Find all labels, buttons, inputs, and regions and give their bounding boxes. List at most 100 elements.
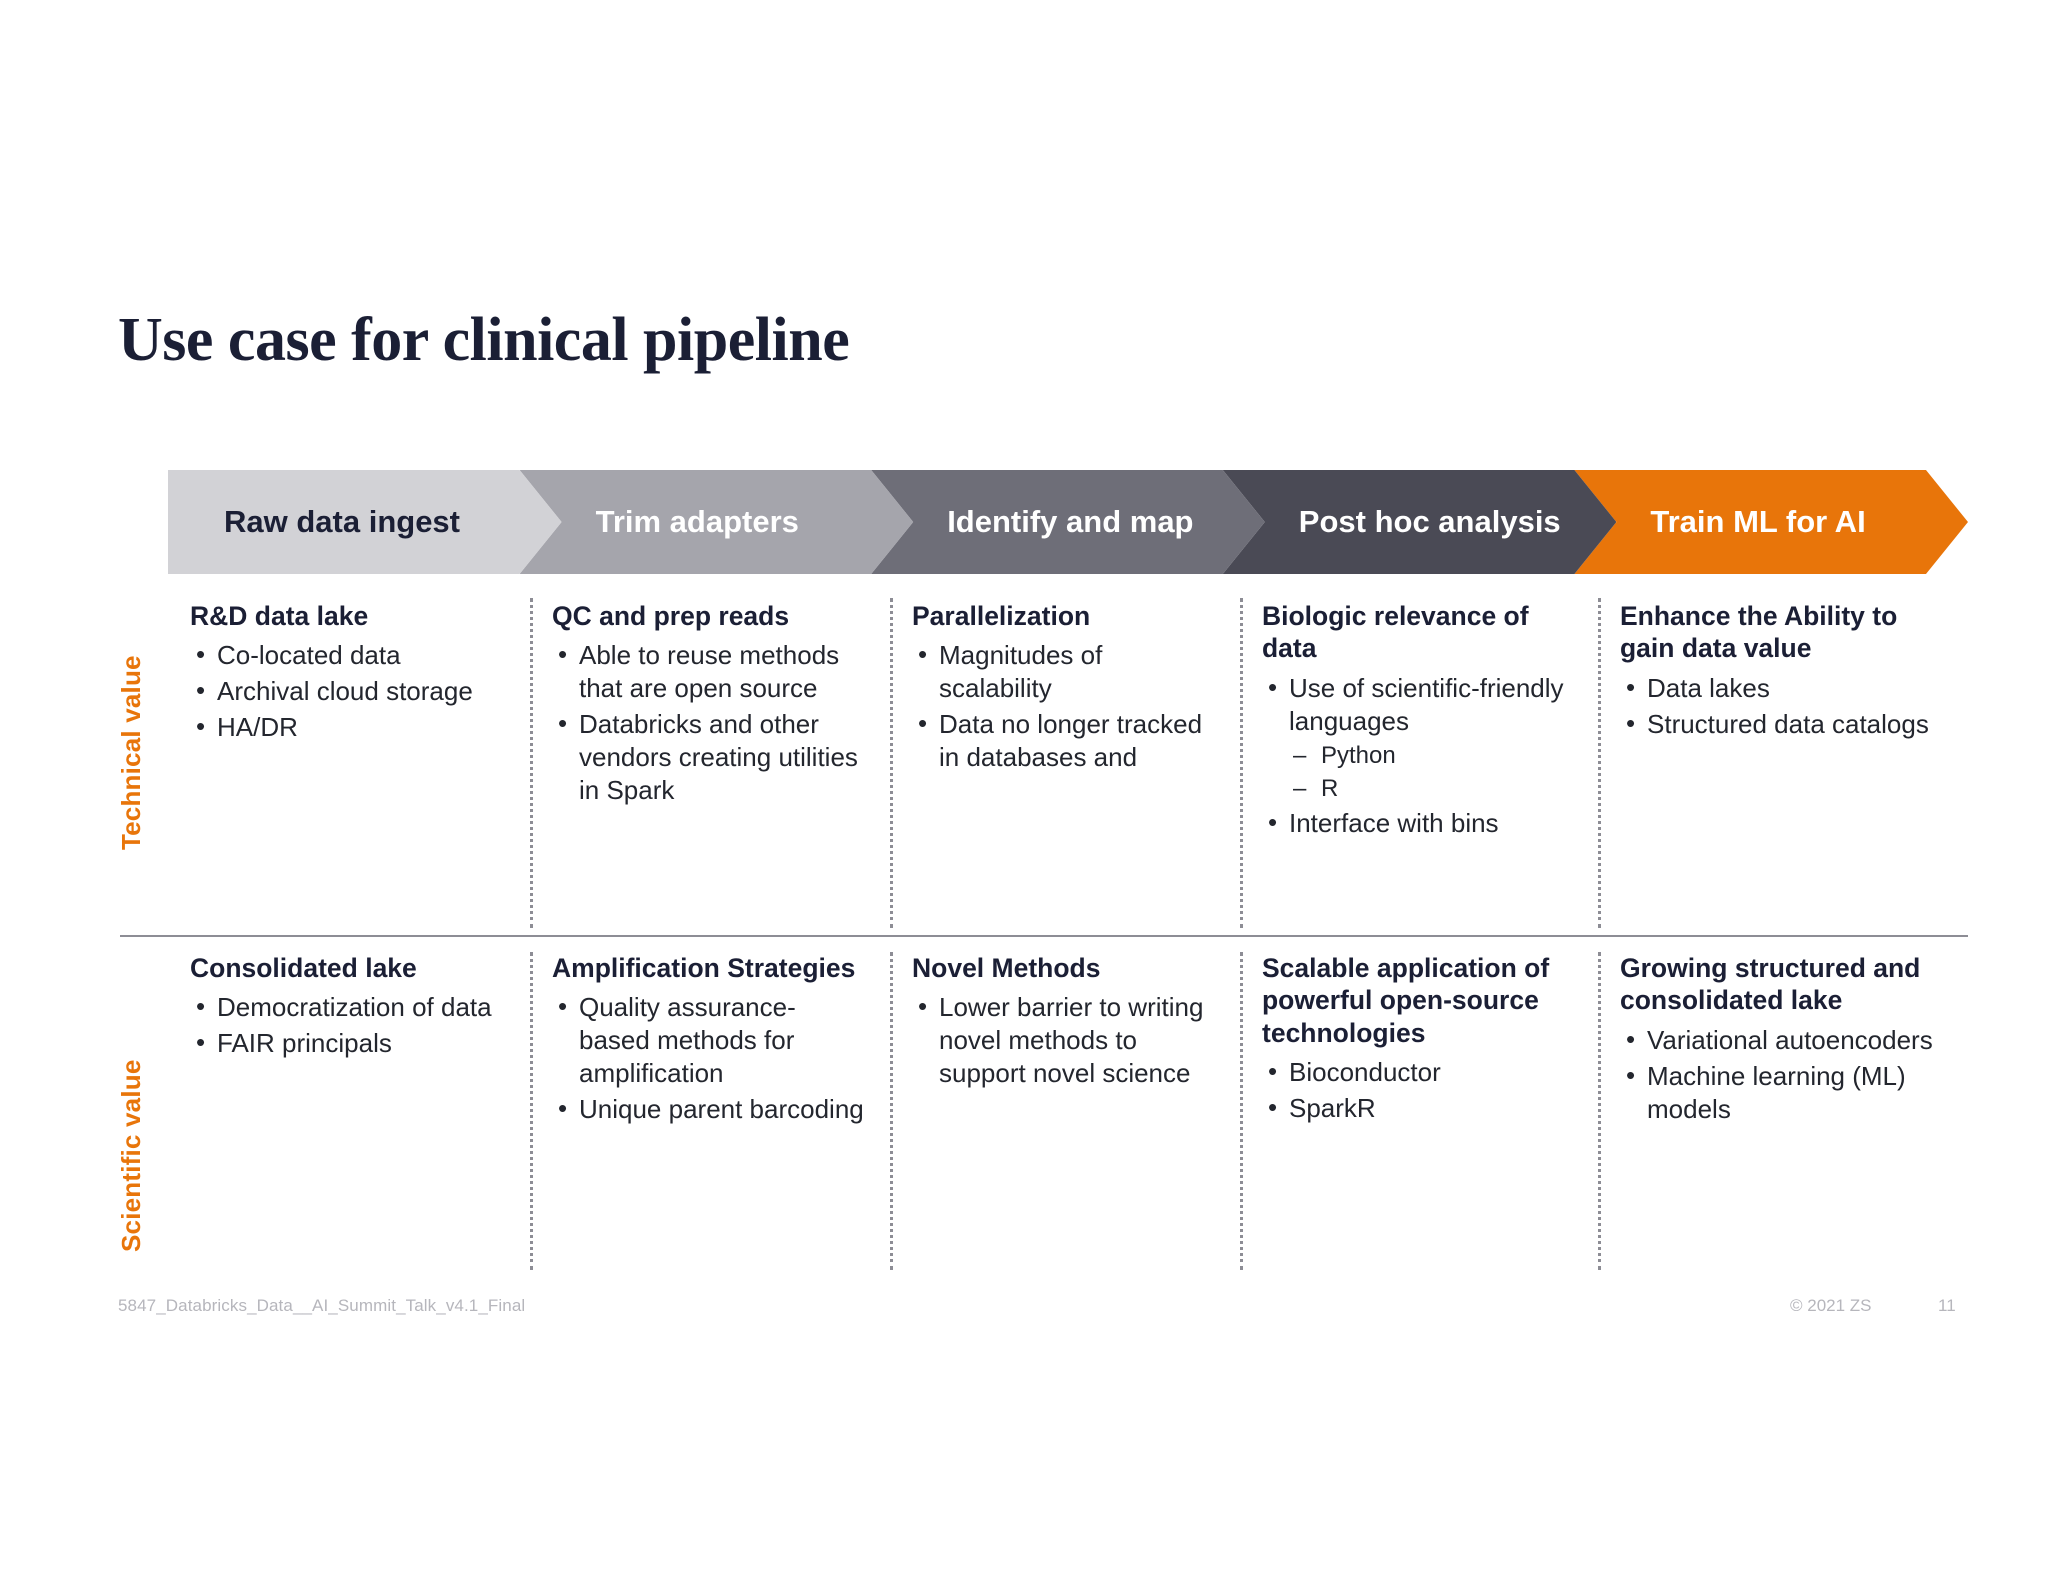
bullet-text: SparkR bbox=[1289, 1093, 1376, 1123]
row-separator-rule bbox=[120, 935, 1968, 937]
bullet-text: Bioconductor bbox=[1289, 1056, 1441, 1087]
column-divider bbox=[1598, 598, 1601, 928]
pipeline-stage-4[interactable]: Post hoc analysis bbox=[1222, 470, 1617, 574]
bullet-text: Interface with bins bbox=[1289, 808, 1499, 839]
content-cell: Novel MethodsLower barrier to writing no… bbox=[890, 952, 1240, 1262]
bullet-item: Democratization of data bbox=[190, 990, 504, 1024]
bullet-text: Data lakes bbox=[1647, 672, 1770, 703]
cell-heading: Enhance the Ability to gain data value bbox=[1620, 601, 1898, 664]
bullet-item: Magnitudes of scalability bbox=[912, 638, 1214, 705]
pipeline-stage-label: Post hoc analysis bbox=[1298, 504, 1561, 539]
content-cell: QC and prep readsAble to reuse methods t… bbox=[530, 600, 890, 918]
bullet-text: Databricks and other vendors creating ut… bbox=[579, 709, 858, 806]
bullet-text: Machine learning (ML) models bbox=[1647, 1060, 1906, 1124]
column-divider bbox=[890, 952, 893, 1270]
pipeline-stage-5[interactable]: Train ML for AI bbox=[1574, 470, 1968, 574]
sub-bullet-item: Python bbox=[1289, 740, 1572, 771]
pipeline-stage-3[interactable]: Identify and map bbox=[871, 470, 1265, 574]
bullet-item: Structured data catalogs bbox=[1620, 707, 1942, 741]
cell-heading: Parallelization bbox=[912, 601, 1091, 631]
bullet-list: Lower barrier to writing novel methods t… bbox=[912, 990, 1214, 1090]
bullet-item: Data no longer tracked in databases and bbox=[912, 707, 1214, 774]
column-divider bbox=[530, 598, 533, 928]
sub-bullet-item: R bbox=[1289, 773, 1572, 804]
bullet-list: Use of scientific-friendly languagesPyth… bbox=[1262, 671, 1572, 840]
content-cell: Enhance the Ability to gain data valueDa… bbox=[1598, 600, 1968, 918]
bullet-list: Quality assurance-based methods for ampl… bbox=[552, 990, 864, 1126]
pipeline-stage-label: Identify and map bbox=[947, 504, 1194, 539]
pipeline-stage-1[interactable]: Raw data ingest bbox=[168, 470, 562, 574]
footer-copyright: © 2021 ZS bbox=[1790, 1296, 1872, 1315]
bullet-list: Variational autoencodersMachine learning… bbox=[1620, 1023, 1942, 1126]
row-side-label-2: Scientific value bbox=[116, 1059, 146, 1253]
bullet-text: Democratization of data bbox=[217, 992, 492, 1023]
page-title: Use case for clinical pipeline bbox=[118, 306, 850, 374]
pipeline-stage-label: Raw data ingest bbox=[224, 504, 460, 539]
bullet-text: Archival cloud storage bbox=[217, 676, 473, 707]
bullet-list: Co-located dataArchival cloud storageHA/… bbox=[190, 638, 504, 744]
bullet-item: Quality assurance-based methods for ampl… bbox=[552, 990, 864, 1090]
bullet-item: Lower barrier to writing novel methods t… bbox=[912, 990, 1214, 1090]
sub-bullet-list: PythonR bbox=[1289, 740, 1572, 805]
pipeline-stage-label: Train ML for AI bbox=[1650, 504, 1866, 539]
bullet-list: Able to reuse methods that are open sour… bbox=[552, 638, 864, 807]
bullet-list: Magnitudes of scalabilityData no longer … bbox=[912, 638, 1214, 774]
row-scientific-value: Scientific value Consolidated lakeDemocra… bbox=[116, 952, 1968, 1270]
bullet-item: SparkR bbox=[1262, 1091, 1572, 1125]
bullet-text: Structured data catalogs bbox=[1647, 708, 1929, 739]
cell-heading: Biologic relevance of data bbox=[1262, 601, 1529, 664]
bullet-item: Unique parent barcoding bbox=[552, 1092, 864, 1126]
cell-heading: Consolidated lake bbox=[190, 953, 417, 983]
bullet-item: Data lakes bbox=[1620, 671, 1942, 705]
bullet-text: Quality assurance-based methods for ampl… bbox=[579, 992, 796, 1089]
cell-heading: QC and prep reads bbox=[552, 601, 790, 631]
bullet-item: Machine learning (ML) models bbox=[1620, 1059, 1942, 1126]
bullet-item: Bioconductor bbox=[1262, 1055, 1572, 1089]
cell-heading: R&D data lake bbox=[190, 601, 369, 631]
footer-file-name: 5847_Databricks_Data__AI_Summit_Talk_v4.… bbox=[118, 1296, 526, 1315]
footer-page-number: 11 bbox=[1938, 1296, 1956, 1315]
bullet-item: Databricks and other vendors creating ut… bbox=[552, 707, 864, 807]
column-divider bbox=[530, 952, 533, 1270]
bullet-item: Co-located data bbox=[190, 638, 504, 672]
column-divider bbox=[1240, 598, 1243, 928]
content-cell: ParallelizationMagnitudes of scalability… bbox=[890, 600, 1240, 918]
bullet-item: Archival cloud storage bbox=[190, 674, 504, 708]
content-cell: Amplification StrategiesQuality assuranc… bbox=[530, 952, 890, 1262]
content-cell: Biologic relevance of dataUse of scienti… bbox=[1240, 600, 1598, 918]
bullet-list: BioconductorSparkR bbox=[1262, 1055, 1572, 1125]
bullet-item: HA/DR bbox=[190, 710, 504, 744]
pipeline-stage-2[interactable]: Trim adapters bbox=[519, 470, 914, 574]
content-cell: Scalable application of powerful open-so… bbox=[1240, 952, 1598, 1262]
bullet-text: FAIR principals bbox=[217, 1028, 392, 1059]
cell-heading: Novel Methods bbox=[912, 953, 1101, 983]
bullet-list: Democratization of dataFAIR principals bbox=[190, 990, 504, 1060]
bullet-text: Use of scientific-friendly languages bbox=[1289, 672, 1564, 736]
bullet-list: Data lakesStructured data catalogs bbox=[1620, 671, 1942, 741]
cell-heading: Growing structured and consolidated lake bbox=[1620, 953, 1921, 1016]
pipeline-chevron-band: Raw data ingest Trim adapters Identify and… bbox=[168, 470, 1968, 574]
cell-heading: Scalable application of powerful open-so… bbox=[1262, 953, 1550, 1048]
bullet-text: Co-located data bbox=[217, 640, 401, 671]
bullet-item: Use of scientific-friendly languagesPyth… bbox=[1262, 671, 1572, 805]
bullet-item: Variational autoencoders bbox=[1620, 1023, 1942, 1057]
content-cell: Growing structured and consolidated lake… bbox=[1598, 952, 1968, 1262]
row-technical-value: Technical value R&D data lakeCo-located d… bbox=[116, 598, 1968, 928]
bullet-text: Variational autoencoders bbox=[1647, 1024, 1933, 1055]
column-divider bbox=[1240, 952, 1243, 1270]
column-divider bbox=[890, 598, 893, 928]
bullet-item: Interface with bins bbox=[1262, 806, 1572, 840]
bullet-text: Data no longer tracked in databases and bbox=[939, 709, 1203, 773]
column-divider bbox=[1598, 952, 1601, 1270]
bullet-text: HA/DR bbox=[217, 712, 298, 743]
bullet-item: FAIR principals bbox=[190, 1026, 504, 1060]
content-cell: Consolidated lakeDemocratization of data… bbox=[168, 952, 530, 1262]
bullet-text: Lower barrier to writing novel methods t… bbox=[939, 992, 1204, 1089]
pipeline-stage-label: Trim adapters bbox=[595, 504, 799, 539]
bullet-text: Able to reuse methods that are open sour… bbox=[579, 640, 840, 704]
row-side-label-1: Technical value bbox=[116, 655, 146, 850]
bullet-item: Able to reuse methods that are open sour… bbox=[552, 638, 864, 705]
bullet-text: Magnitudes of scalability bbox=[939, 640, 1103, 704]
bullet-text: Unique parent barcoding bbox=[579, 1094, 864, 1125]
